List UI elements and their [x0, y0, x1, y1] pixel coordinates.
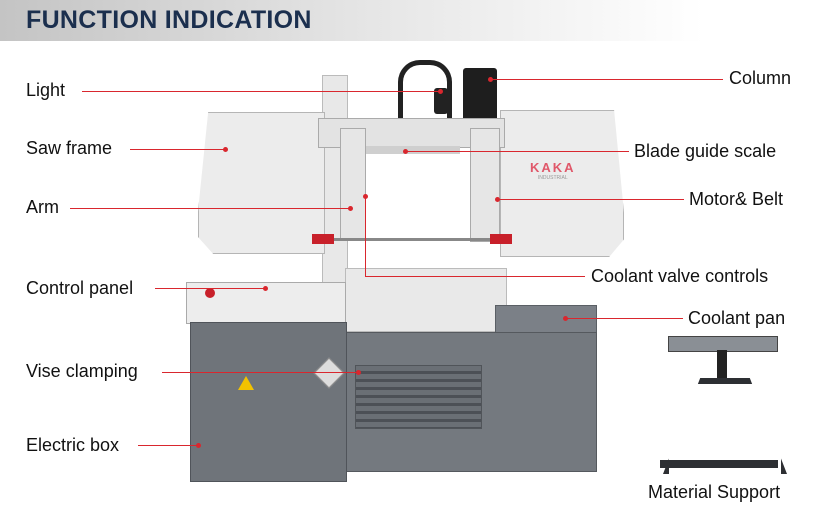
blade [330, 238, 510, 241]
label-arm: Arm [26, 197, 59, 217]
lamp-hose [398, 60, 452, 135]
label-column: Column [729, 68, 792, 88]
label-vise-clamping: Vise clamping [26, 361, 138, 381]
label-blade-guide-scale: Blade guide scale [634, 141, 777, 161]
label-saw-frame: Saw frame [26, 138, 113, 158]
brand-logo: KAKA INDUSTRIAL [530, 160, 576, 181]
vise-block [345, 268, 507, 332]
label-control-panel: Control panel [26, 278, 134, 298]
label-electric-box: Electric box [26, 435, 120, 455]
blade-guide-scale [360, 146, 460, 154]
label-material-support: Material Support [648, 482, 781, 502]
vent-panel [355, 365, 482, 429]
warning-sign [238, 376, 254, 390]
saw-frame-left [198, 112, 325, 254]
header-bar: FUNCTION INDICATION [0, 0, 828, 41]
arm-right [470, 128, 500, 242]
blade-guide-red-right [490, 234, 512, 244]
blade-guide-red-left [312, 234, 334, 244]
saw-frame-right [500, 110, 624, 257]
label-coolant-valve-controls: Coolant valve controls [591, 266, 769, 286]
label-motor-belt: Motor& Belt [689, 189, 784, 209]
label-coolant-pan: Coolant pan [688, 308, 786, 328]
emergency-stop [205, 288, 215, 298]
light-lamp [434, 88, 448, 114]
label-light: Light [26, 80, 66, 100]
page-title: FUNCTION INDICATION [26, 6, 312, 34]
arm-left [340, 128, 366, 240]
electric-box [190, 322, 347, 482]
